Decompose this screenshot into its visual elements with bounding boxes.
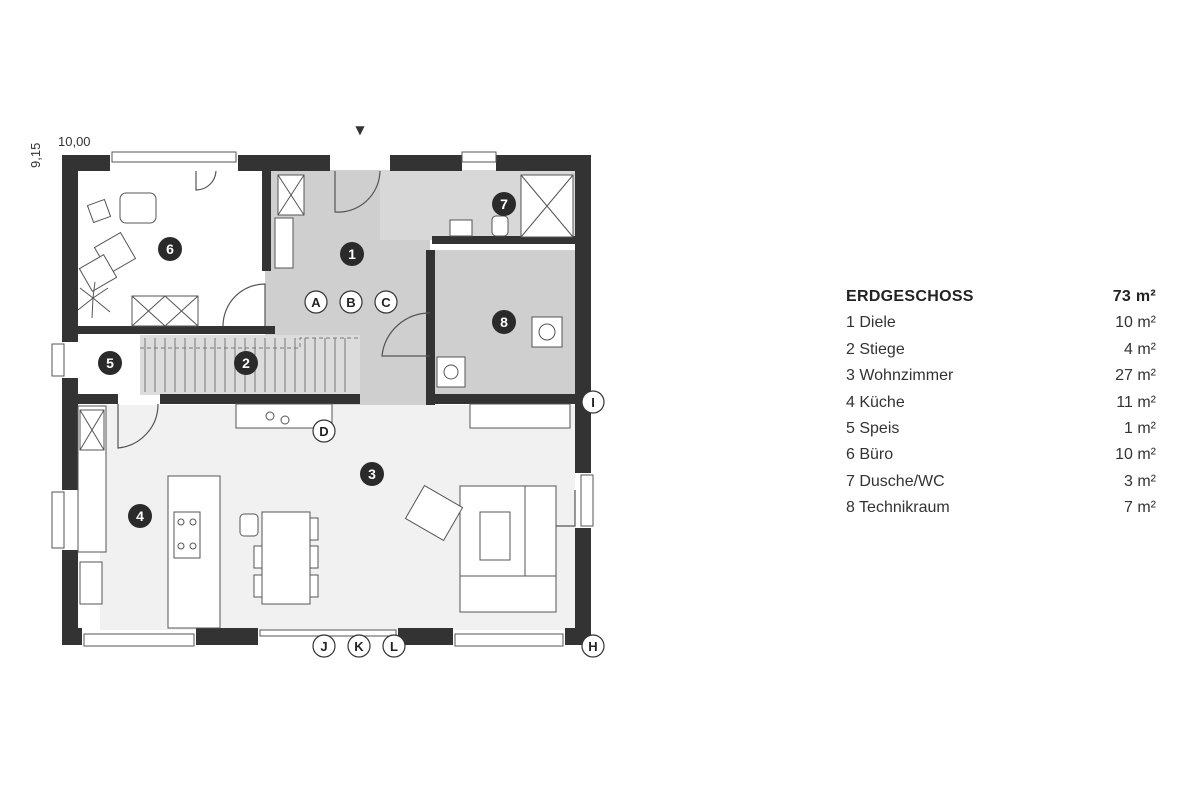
- svg-text:J: J: [320, 639, 327, 654]
- dining-table: [261, 511, 311, 605]
- svg-text:5: 5: [106, 355, 114, 371]
- office-armchair: [78, 254, 118, 292]
- walls: [62, 155, 591, 645]
- svg-text:C: C: [381, 295, 391, 310]
- room-badge-3: 3: [360, 462, 384, 486]
- svg-text:4: 4: [136, 508, 144, 524]
- view-marker-d: D: [312, 419, 336, 443]
- office-shelf: [131, 295, 199, 327]
- room-badge-6: 6: [158, 237, 182, 261]
- svg-text:3: 3: [368, 466, 376, 482]
- svg-text:K: K: [354, 639, 364, 654]
- room-badge-5: 5: [98, 351, 122, 375]
- room-badges: 1 2 3 4 5 6 7 8: [98, 192, 516, 528]
- view-marker-j: J: [312, 634, 336, 658]
- svg-text:B: B: [346, 295, 355, 310]
- svg-text:H: H: [588, 639, 597, 654]
- dimension-width: 10,00: [58, 134, 91, 149]
- svg-text:L: L: [390, 639, 398, 654]
- view-marker-a: A: [304, 290, 328, 314]
- dimension-depth: 9,15: [28, 142, 43, 168]
- svg-text:I: I: [591, 395, 595, 410]
- coffee-table: [479, 511, 511, 561]
- room-badge-1: 1: [340, 242, 364, 266]
- svg-text:7: 7: [500, 196, 508, 212]
- floor-plan: 1 2 3 4 5 6 7 8 A B C D H I J K L ▼: [51, 123, 605, 658]
- plant-icon: [77, 281, 111, 319]
- view-markers: A B C D H I J K L: [304, 290, 605, 658]
- sink: [449, 219, 473, 237]
- view-marker-b: B: [339, 290, 363, 314]
- svg-text:8: 8: [500, 314, 508, 330]
- sideboard: [469, 403, 571, 429]
- view-marker-k: K: [347, 634, 371, 658]
- svg-text:1: 1: [348, 246, 356, 262]
- room-badge-8: 8: [492, 310, 516, 334]
- furniture: [77, 174, 574, 629]
- view-marker-i: I: [581, 390, 605, 414]
- windows: [51, 151, 594, 647]
- legend-title: ERDGESCHOSS: [846, 288, 974, 305]
- svg-text:A: A: [311, 295, 321, 310]
- legend-header: ERDGESCHOSS 73 m²: [846, 284, 1156, 310]
- toilet: [491, 215, 509, 237]
- room-badge-2: 2: [234, 351, 258, 375]
- cooktop: [173, 511, 201, 559]
- armchair: [404, 484, 464, 542]
- room-badge-4: 4: [128, 504, 152, 528]
- view-marker-h: H: [581, 634, 605, 658]
- kitchen-sink: [79, 561, 103, 605]
- svg-text:6: 6: [166, 241, 174, 257]
- room-badge-7: 7: [492, 192, 516, 216]
- svg-text:2: 2: [242, 355, 250, 371]
- office-chair: [119, 192, 157, 224]
- doors: [117, 170, 576, 527]
- washing-machine: [531, 316, 563, 348]
- legend-total: 73 m²: [1112, 288, 1156, 305]
- view-marker-c: C: [374, 290, 398, 314]
- svg-text:D: D: [319, 424, 328, 439]
- view-marker-l: L: [382, 634, 406, 658]
- entrance-arrow-icon: ▼: [355, 123, 365, 137]
